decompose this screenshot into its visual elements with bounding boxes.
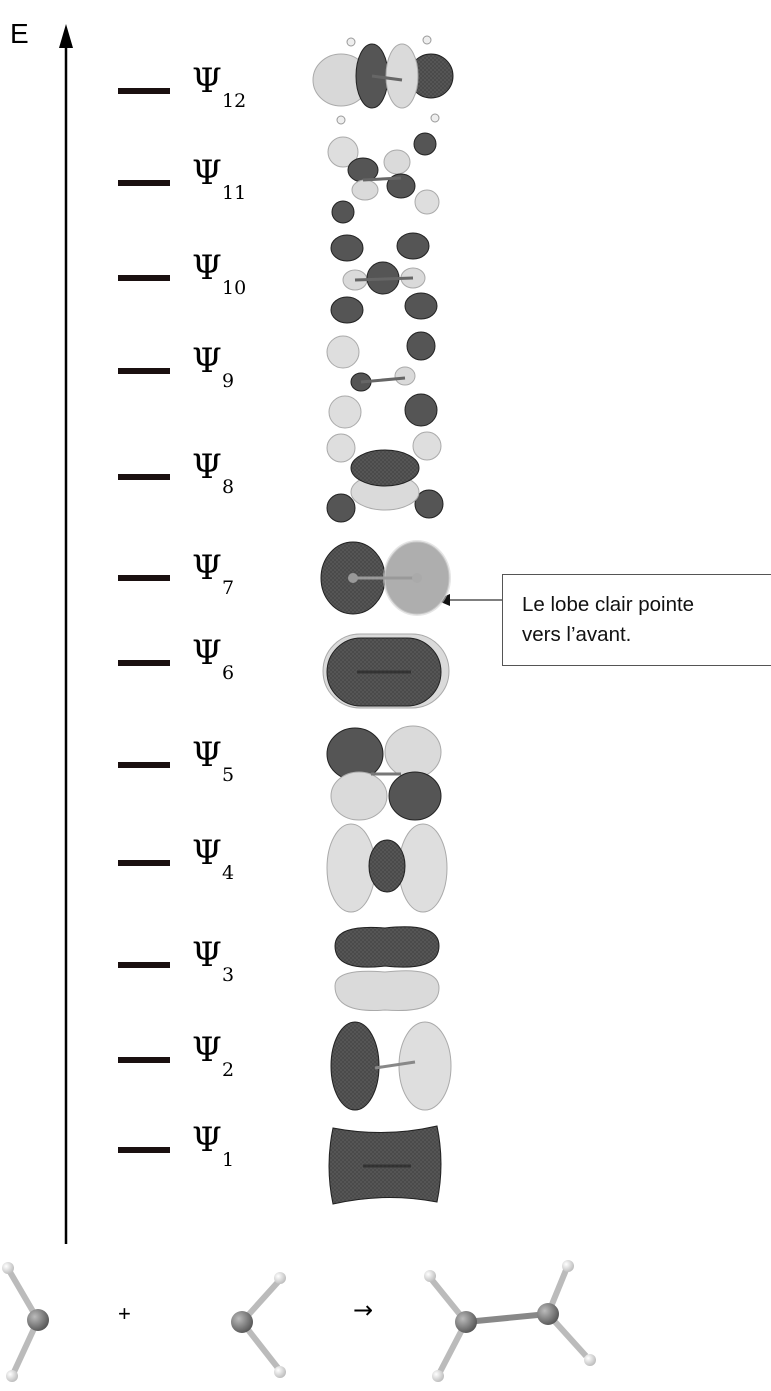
level-symbol: Ψ [192,248,222,288]
level-symbol: Ψ [192,548,222,588]
level-bar [118,275,170,281]
reaction-scheme [2,1260,596,1382]
level-bar [118,575,170,581]
level-symbol: Ψ [192,633,222,673]
plus-sign: + [118,1301,131,1326]
orbital-psi-7 [320,540,451,616]
callout-line-2: vers l’avant. [522,623,632,646]
level-bar [118,1057,170,1063]
orbital-psi-11 [327,132,440,224]
methylene-fragment-2 [231,1272,286,1378]
level-bar [118,860,170,866]
methylene-fragment-1 [2,1262,49,1382]
orbital-psi-3 [334,926,440,1012]
level-bar [118,88,170,94]
level-symbol: Ψ [192,447,222,487]
level-index: 10 [222,277,247,299]
callout-text: Le lobe clair pointe vers l’avant. [522,590,694,650]
level-symbol: Ψ [192,1030,222,1070]
level-symbol: Ψ [192,935,222,975]
level-index: 1 [222,1149,235,1171]
orbital-psi-6 [322,633,450,709]
level-symbol: Ψ [192,61,222,101]
level-symbol: Ψ [192,341,222,381]
level-symbol: Ψ [192,833,222,873]
level-bar [118,180,170,186]
level-bar [118,474,170,480]
level-index: 12 [222,90,247,112]
orbital-psi-12 [312,35,454,125]
level-index: 11 [222,182,247,204]
orbital-psi-2 [330,1021,452,1111]
level-index: 4 [222,862,235,884]
level-index: 9 [222,370,235,392]
level-index: 8 [222,476,235,498]
level-symbol: Ψ [192,1120,222,1160]
level-index: 6 [222,662,235,684]
orbital-psi-9 [326,331,438,429]
axis-arrowhead [59,24,73,48]
level-bar [118,1147,170,1153]
level-index: 7 [222,577,235,599]
level-bar [118,962,170,968]
level-symbol: Ψ [192,735,222,775]
level-bar [118,762,170,768]
orbital-psi-4 [326,823,448,913]
callout-line-1: Le lobe clair pointe [522,593,695,616]
level-bar [118,368,170,374]
level-bar [118,660,170,666]
orbital-psi-10 [330,232,438,324]
ethylene-molecule [424,1260,596,1382]
level-index: 3 [222,964,235,986]
reaction-arrow: → [353,1296,374,1324]
energy-label: E [10,18,29,49]
orbital-psi-5 [326,725,442,821]
callout-box [502,574,771,666]
level-symbol: Ψ [192,153,222,193]
level-index: 5 [222,764,235,786]
orbital-psi-1 [328,1125,442,1205]
orbital-psi-8 [326,431,444,523]
level-index: 2 [222,1059,235,1081]
